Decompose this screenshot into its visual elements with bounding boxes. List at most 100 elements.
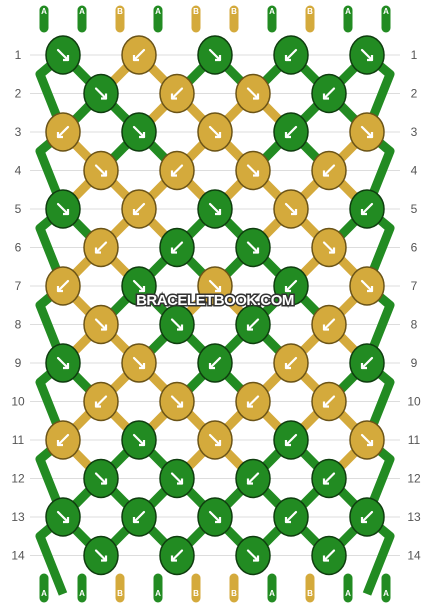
knot [83,150,119,191]
knot [197,189,233,229]
knot [235,227,271,268]
arrow-head [215,286,222,293]
knot [235,150,271,191]
knot [45,266,81,306]
arrow-head [177,401,184,408]
arrow-head [139,132,146,139]
strand-letter-top: B [231,7,237,16]
row-number-right: 9 [411,356,418,370]
strand-letter-bottom: B [117,589,123,598]
knot [311,227,347,268]
arrow-head [284,55,291,62]
arrow-down-left-icon [56,433,70,447]
knot [273,189,309,229]
arrow-head [170,555,177,562]
knot [349,497,385,537]
arrow-down-left-icon [132,48,146,62]
knot [83,227,119,268]
arrow-down-left-icon [360,356,374,370]
arrow-down-right-icon [132,279,146,293]
knot [349,266,385,306]
arrow-down-left-icon [132,202,146,216]
arrow-head [246,401,253,408]
row-number-right: 5 [411,202,418,216]
row-number-left: 9 [15,356,22,370]
arrow-down-left-icon [322,164,336,177]
arrow-head [177,478,184,485]
arrow-head [101,170,108,177]
knot [83,73,119,114]
row-number-left: 11 [12,433,25,447]
arrow-down-right-icon [360,433,374,447]
knot [235,535,271,576]
arrow-down-left-icon [284,48,298,62]
arrow-down-left-icon [284,433,298,447]
arrow-head [132,55,139,62]
knot [197,266,233,306]
arrow-head [360,209,367,216]
arrow-down-left-icon [360,510,374,524]
arrow-head [367,55,374,62]
strand-letter-bottom: A [383,589,389,598]
knot [45,343,81,383]
row-number-right: 1 [411,48,418,62]
arrow-down-right-icon [132,125,146,139]
arrow-down-right-icon [56,202,70,216]
arrow-down-right-icon [322,241,336,254]
arrow-down-left-icon [284,279,298,293]
row-number-right: 14 [407,549,421,563]
arrow-head [253,555,260,562]
arrow-head [139,286,146,293]
knot [45,189,81,229]
arrow-down-right-icon [56,48,70,62]
arrow-head [253,170,260,177]
knot-grid [45,35,385,576]
knot [349,343,385,383]
arrow-down-right-icon [132,356,146,370]
arrow-head [215,55,222,62]
arrow-head [284,132,291,139]
knot [121,266,157,306]
arrow-head [322,401,329,408]
arrow-down-right-icon [208,433,222,447]
row-number-right: 13 [407,510,421,524]
strand-letter-bottom: A [345,589,351,598]
row-number-right: 7 [411,279,418,293]
knot [45,112,81,152]
knot [273,112,309,152]
knot [159,150,195,191]
arrow-head [63,517,70,524]
knot [311,381,347,422]
knot [311,304,347,345]
arrow-head [215,132,222,139]
arrow-down-left-icon [322,549,336,562]
knot [273,266,309,306]
knot [159,304,195,345]
arrow-head [56,286,63,293]
strand-letter-top: A [345,7,351,16]
arrow-down-right-icon [94,549,108,562]
knot [349,189,385,229]
row-number-left: 2 [15,87,22,101]
arrow-head [322,324,329,331]
arrow-head [94,401,101,408]
arrow-head [367,440,374,447]
arrow-down-right-icon [246,549,260,562]
knot [159,535,195,576]
strand-letter-bottom: B [307,589,313,598]
arrow-head [208,363,215,370]
knot [121,420,157,460]
knot [159,458,195,499]
arrow-head [246,478,253,485]
strand-letter-top: B [117,7,123,16]
arrow-head [253,247,260,254]
strand-letter-bottom: A [155,589,161,598]
row-number-left: 7 [15,279,22,293]
watermark-text: BRACELETBOOK.COM [136,292,294,309]
arrow-head [322,478,329,485]
arrow-down-right-icon [170,472,184,485]
knot [197,112,233,152]
row-number-left: 10 [11,395,25,409]
